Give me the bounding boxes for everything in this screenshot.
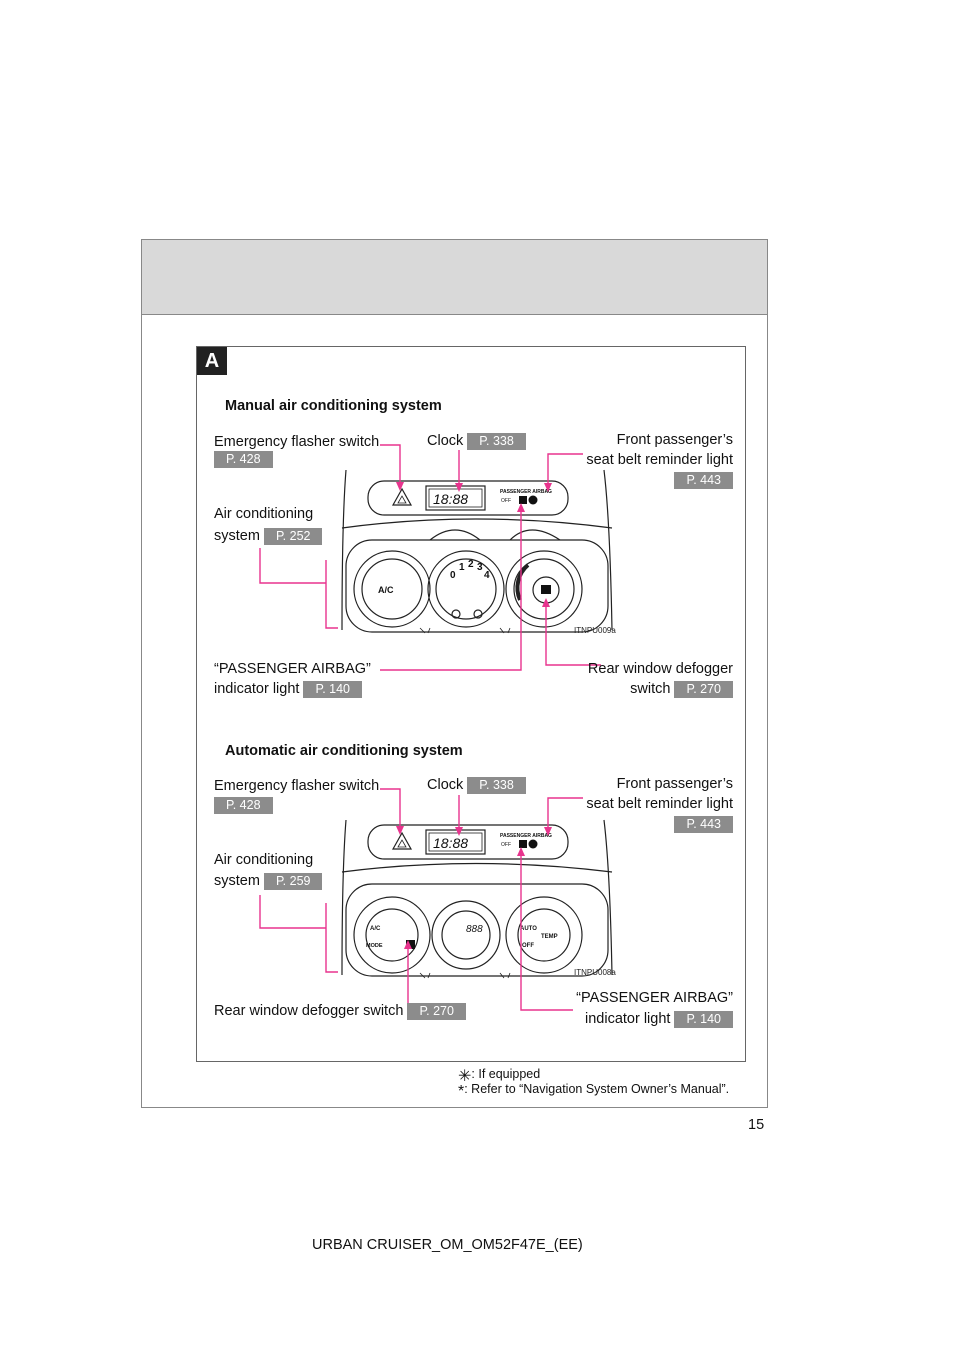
footnote-navigation-manual: *: Refer to “Navigation System Owner’s M… bbox=[458, 1082, 729, 1101]
manual-clock-page-ref[interactable]: P. 338 bbox=[467, 432, 526, 450]
auto-airbag-icon bbox=[519, 840, 527, 848]
footnote-asterisk-icon: ✳ bbox=[458, 1068, 472, 1085]
auto-auto-text: AUTO bbox=[520, 926, 537, 932]
manual-clock-text: Clock bbox=[427, 433, 464, 449]
manual-airbag-panel-text: PASSENGER AIRBAG bbox=[500, 489, 552, 495]
manual-rear-defogger-line1: Rear window defogger bbox=[587, 661, 733, 677]
auto-clock-digits: 18:88 bbox=[433, 835, 468, 851]
auto-mode-text: MODE bbox=[366, 943, 383, 949]
manual-seat-belt-line1: Front passenger’s bbox=[616, 432, 733, 448]
auto-airbag-panel-text: PASSENGER AIRBAG bbox=[500, 833, 552, 839]
manual-rear-defogger-line2: switch P. 270 bbox=[630, 680, 733, 698]
auto-display-text: 888 bbox=[466, 924, 483, 935]
auto-emergency-flasher-label: Emergency flasher switch bbox=[214, 778, 380, 794]
auto-console-text: PASSENGER AIRBAG OFF 18:88 A/C MODE 888 … bbox=[366, 833, 558, 949]
fan-speed-3: 3 bbox=[477, 562, 483, 573]
footnote-text: : Refer to “Navigation System Owner’s Ma… bbox=[464, 1082, 730, 1096]
manual-console-illustration bbox=[341, 469, 613, 634]
auto-airbag-indicator-page-ref[interactable]: P. 140 bbox=[674, 1010, 733, 1028]
manual-air-conditioning-line1: Air conditioning bbox=[214, 506, 314, 522]
page-number: 15 bbox=[748, 1117, 765, 1133]
manual-airbag-indicator-page-ref[interactable]: P. 140 bbox=[303, 680, 362, 698]
manual-defogger-icon bbox=[541, 585, 551, 594]
fan-speed-0: 0 bbox=[450, 570, 456, 581]
manual-air-conditioning-text: system bbox=[214, 528, 260, 544]
auto-seat-belt-line2: seat belt reminder light bbox=[586, 796, 733, 812]
manual-airbag-indicator-line2: indicator light P. 140 bbox=[214, 680, 362, 698]
manual-rear-defogger-text: switch bbox=[630, 681, 671, 697]
auto-console-illustration bbox=[341, 819, 613, 979]
auto-airbag-indicator-text: indicator light bbox=[585, 1011, 671, 1027]
footnote-text: : If equipped bbox=[471, 1067, 541, 1081]
manual-image-code: ITNPU009a bbox=[574, 626, 616, 635]
auto-clock-label: Clock P. 338 bbox=[427, 776, 526, 794]
auto-air-conditioning-page-ref[interactable]: P. 259 bbox=[263, 872, 323, 890]
auto-temp-text: TEMP bbox=[541, 934, 558, 940]
auto-rear-defogger-page-ref[interactable]: P. 270 bbox=[407, 1002, 466, 1020]
manual-airbag-icon bbox=[519, 496, 527, 504]
auto-airbag-indicator-line2: indicator light P. 140 bbox=[585, 1010, 733, 1028]
auto-seat-belt-line1: Front passenger’s bbox=[616, 776, 733, 792]
manual-emergency-flasher-label: Emergency flasher switch bbox=[214, 434, 380, 450]
auto-air-conditioning-line1: Air conditioning bbox=[214, 852, 314, 868]
auto-off-text: OFF bbox=[501, 842, 511, 848]
auto-off-button-text: OFF bbox=[522, 943, 534, 949]
auto-ac-text: A/C bbox=[370, 926, 381, 932]
manual-air-conditioning-line2: system P. 252 bbox=[214, 527, 323, 545]
manual-clock-digits: 18:88 bbox=[433, 491, 468, 507]
auto-clock-text: Clock bbox=[427, 777, 464, 793]
auto-clock-page-ref[interactable]: P. 338 bbox=[467, 776, 526, 794]
manual-off-text: OFF bbox=[501, 498, 511, 504]
manual-seat-belt-line2: seat belt reminder light bbox=[586, 452, 733, 468]
manual-clock-label: Clock P. 338 bbox=[427, 432, 526, 450]
manual-airbag-indicator-line1: “PASSENGER AIRBAG” bbox=[214, 661, 371, 677]
leader-arrowheads bbox=[396, 482, 552, 949]
footnote-star-icon: * bbox=[458, 1083, 465, 1100]
manual-airbag-indicator-text: indicator light bbox=[214, 681, 300, 697]
auto-air-conditioning-text: system bbox=[214, 873, 260, 889]
auto-defogger-icon bbox=[406, 940, 415, 949]
fan-speed-1: 1 bbox=[459, 562, 465, 573]
section-badge: A bbox=[197, 347, 227, 375]
content-box bbox=[196, 346, 746, 1062]
manual-rear-defogger-page-ref[interactable]: P. 270 bbox=[674, 680, 733, 698]
manual-air-conditioning-page-ref[interactable]: P. 252 bbox=[263, 527, 323, 545]
fan-speed-4: 4 bbox=[484, 570, 490, 581]
document-footer: URBAN CRUISER_OM_OM52F47E_(EE) bbox=[312, 1237, 583, 1253]
page-frame bbox=[141, 239, 768, 1108]
auto-seatbelt-icon bbox=[528, 839, 538, 849]
header-band bbox=[142, 240, 767, 315]
leader-lines bbox=[259, 444, 601, 1011]
auto-airbag-indicator-line1: “PASSENGER AIRBAG” bbox=[576, 990, 733, 1006]
manual-seat-belt-page-ref[interactable]: P. 443 bbox=[674, 472, 733, 489]
auto-seat-belt-page-ref[interactable]: P. 443 bbox=[674, 816, 733, 833]
auto-air-conditioning-line2: system P. 259 bbox=[214, 872, 323, 890]
manual-seatbelt-icon bbox=[528, 495, 538, 505]
auto-section-title: Automatic air conditioning system bbox=[225, 743, 463, 759]
manual-console-text: PASSENGER AIRBAG OFF 18:88 A/C 0 1 2 3 4 bbox=[378, 489, 552, 595]
auto-image-code: ITNPU008a bbox=[574, 968, 616, 977]
footnote-if-equipped: ✳: If equipped bbox=[458, 1066, 540, 1086]
auto-emergency-flasher-page-ref[interactable]: P. 428 bbox=[214, 797, 273, 814]
auto-rear-defogger-label: Rear window defogger switch P. 270 bbox=[214, 1002, 466, 1020]
manual-section-title: Manual air conditioning system bbox=[225, 398, 442, 414]
manual-emergency-flasher-page-ref[interactable]: P. 428 bbox=[214, 451, 273, 468]
fan-speed-2: 2 bbox=[468, 559, 474, 570]
auto-rear-defogger-text: Rear window defogger switch bbox=[214, 1003, 404, 1019]
manual-ac-text: A/C bbox=[378, 585, 394, 595]
